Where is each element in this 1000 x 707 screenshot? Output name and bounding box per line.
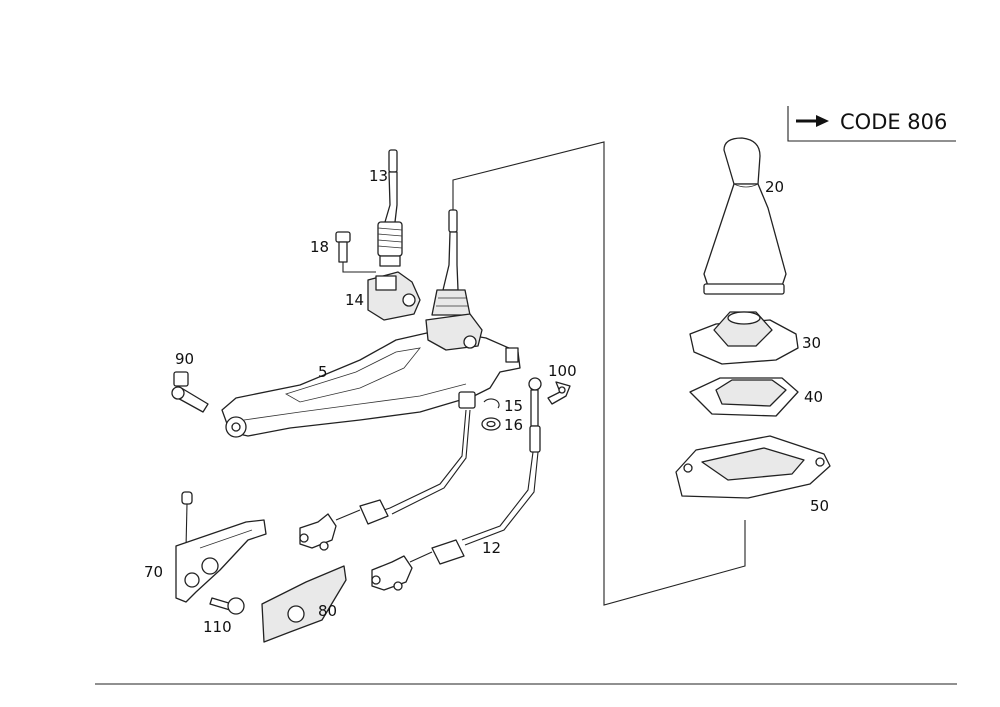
lever-arm-5 (221, 313, 521, 438)
bolt-18 (335, 231, 376, 273)
circlip-15 (483, 398, 500, 409)
cable-right-12 (371, 377, 542, 591)
plate-80 (261, 565, 347, 643)
gear-knob-20 (703, 137, 787, 295)
label-50: 50 (810, 497, 829, 515)
clip-100 (547, 381, 571, 405)
label-5: 5 (318, 363, 328, 381)
label-15: 15 (504, 397, 523, 415)
center-shift-rod (431, 209, 471, 316)
connector-lines (452, 141, 746, 606)
label-70: 70 (144, 563, 163, 581)
label-80: 80 (318, 602, 337, 620)
label-14: 14 (345, 291, 364, 309)
label-110: 110 (203, 618, 232, 636)
label-20: 20 (765, 178, 784, 196)
shift-rod-13 (377, 149, 403, 267)
label-16: 16 (504, 416, 523, 434)
bracket-70 (175, 491, 267, 603)
frame-40 (689, 377, 799, 417)
washer-16 (481, 417, 501, 431)
code-label: CODE 806 (840, 110, 947, 134)
pin-90 (171, 371, 209, 413)
bracket-14 (367, 271, 421, 321)
label-30: 30 (802, 334, 821, 352)
tray-50 (675, 435, 831, 499)
screw-110 (209, 597, 245, 615)
label-100: 100 (548, 362, 577, 380)
code-box: CODE 806 (787, 106, 956, 142)
cable-left (299, 391, 476, 551)
label-13: 13 (369, 167, 388, 185)
label-12: 12 (482, 539, 501, 557)
label-90: 90 (175, 350, 194, 368)
label-18: 18 (310, 238, 329, 256)
part-labels: 13 18 14 5 90 100 15 16 12 70 80 110 20 … (144, 167, 829, 636)
label-40: 40 (804, 388, 823, 406)
ring-30 (689, 311, 799, 365)
